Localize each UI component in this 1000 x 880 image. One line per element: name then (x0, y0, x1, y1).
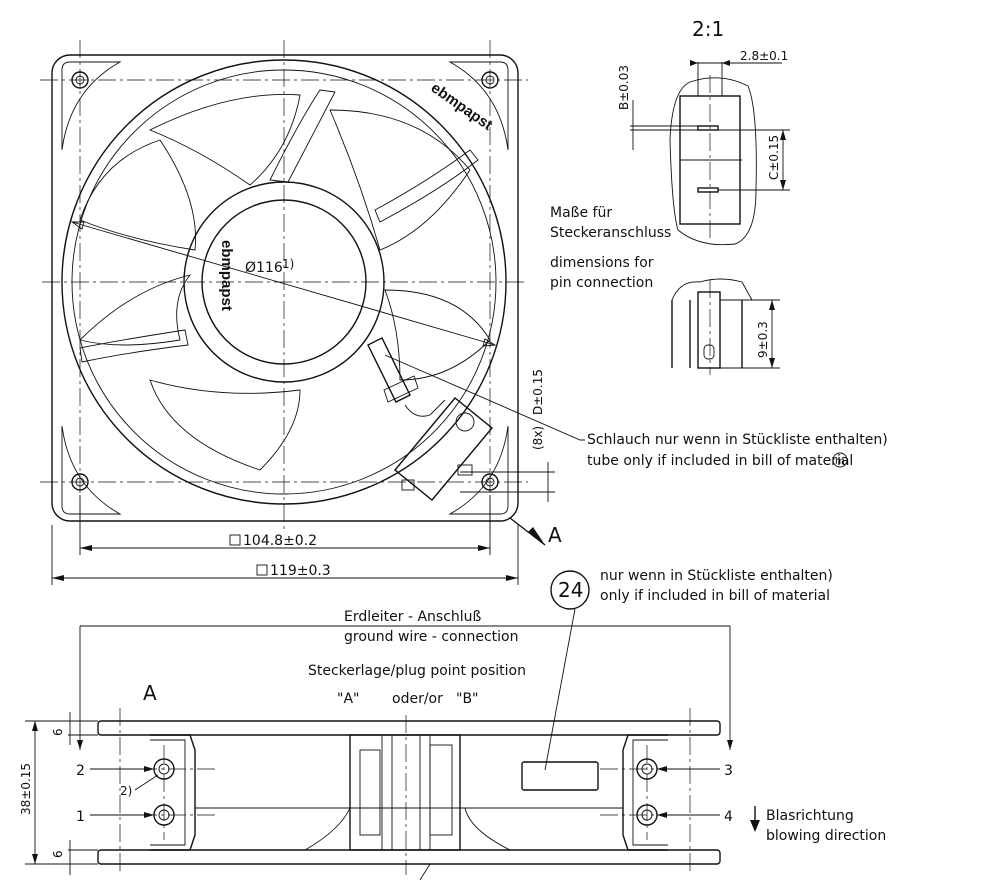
tube-note-de: Schlauch nur wenn in Stückliste enthalte… (587, 432, 888, 448)
item-note-en: only if included in bill of material (600, 588, 830, 604)
frame-brand: ebmpapst (428, 79, 496, 134)
note-2-label: 2) (120, 784, 132, 798)
ground-wire-de: Erdleiter - Anschluß (344, 609, 482, 625)
tube-note-en: tube only if included in bill of materia… (587, 453, 853, 469)
dim-pin-9: 9±0.3 (756, 321, 770, 358)
view-A-arrow: A (509, 517, 562, 547)
pin-label-en-1: dimensions for (550, 255, 654, 271)
plug-or: oder/or (392, 691, 443, 707)
dim-hole-spacing-label: 104.8±0.2 (243, 533, 317, 549)
label-plate (521, 761, 599, 791)
pin-detail-top-outline (669, 77, 757, 246)
dim-pin-B: B±0.03 (617, 65, 631, 110)
dim-pin-width: 2.8±0.1 (740, 49, 788, 63)
pin-label-de-1: Maße für (550, 205, 612, 221)
fan-frame-outer (51, 54, 519, 522)
blow-direction-de: Blasrichtung (766, 808, 854, 824)
pin-2-label: 2 (76, 763, 85, 779)
fan-blades (79, 94, 491, 471)
view-A-label: A (548, 523, 562, 547)
item-number: 24 (558, 578, 583, 602)
ground-wire-en: ground wire - connection (344, 629, 518, 645)
diameter-label: Ø116 (245, 260, 283, 276)
mounting-holes (71, 71, 499, 491)
pin-detail-side-outline (671, 278, 753, 301)
item-number-circle (550, 570, 590, 610)
plug-B: "B" (456, 691, 478, 707)
side-view-A-label: A (143, 681, 157, 705)
dim-8x-label: (8x) (531, 426, 545, 450)
item-note-de: nur wenn in Stückliste enthalten) (600, 568, 833, 584)
dim-6-bottom: 6 (51, 850, 65, 858)
plug-A: "A" (337, 691, 359, 707)
plug-position-label: Steckerlage/plug point position (308, 663, 526, 679)
pin-label-en-2: pin connection (550, 275, 653, 291)
tube-mark-circle (832, 452, 848, 468)
struts (79, 89, 479, 363)
bottom-flange (97, 849, 721, 865)
dim-outer-label: 119±0.3 (270, 563, 331, 579)
top-flange (97, 720, 721, 736)
front-view: ebmpapst ebmpapst Ø116 1) (40, 40, 585, 530)
hub-brand: ebmpapst (218, 240, 235, 311)
diameter-note: 1) (282, 257, 294, 271)
pin-label-de-2: Steckeranschluss (550, 225, 671, 241)
dim-D: D±0.15 (8x) (460, 369, 555, 502)
corner-pads (61, 61, 509, 515)
side-view: Erdleiter - Anschluß ground wire - conne… (19, 609, 886, 880)
dim-6-top: 6 (51, 728, 65, 736)
diameter-line (71, 221, 496, 346)
pin-detail: 2:1 2.8±0.1 B±0.03 C±0.15 (550, 17, 790, 375)
pin-3-label: 3 (724, 763, 733, 779)
dim-pin-C: C±0.15 (767, 135, 781, 180)
scale-label: 2:1 (692, 17, 724, 41)
dim-D-label: D±0.15 (531, 369, 545, 415)
dim-hole-spacing: 104.8±0.2 (79, 495, 491, 555)
tube-mark: m (835, 456, 845, 467)
cable-connector (367, 337, 493, 501)
item-24-note: 24 nur wenn in Stückliste enthalten) onl… (544, 568, 833, 771)
pin-1-label: 1 (76, 809, 85, 825)
dim-height-label: 38±0.15 (19, 763, 33, 815)
dim-outer: 119±0.3 (51, 525, 519, 585)
pin-4-label: 4 (724, 809, 733, 825)
blow-direction-en: blowing direction (766, 828, 886, 844)
